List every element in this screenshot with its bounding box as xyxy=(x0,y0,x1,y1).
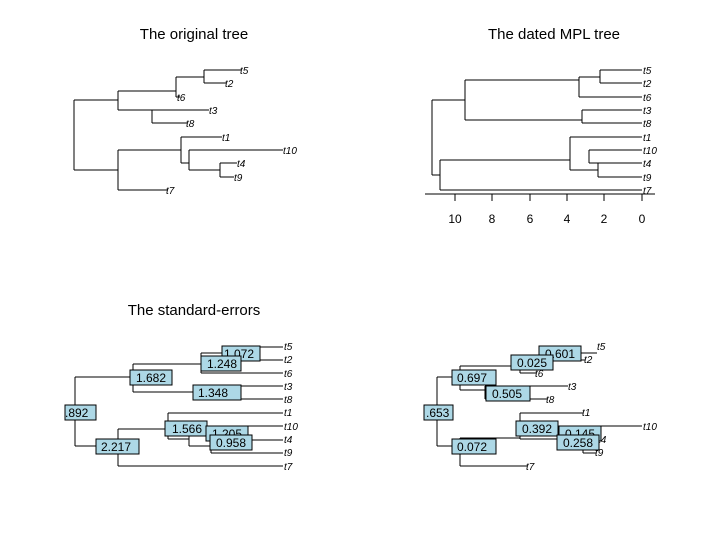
tip-label: t1 xyxy=(643,133,651,144)
tip-label: t1 xyxy=(222,133,230,144)
node-label: .653 xyxy=(426,406,450,420)
node-label: 0.072 xyxy=(457,440,487,454)
tip-label: t2 xyxy=(584,355,593,366)
node-label: 1.682 xyxy=(136,371,166,385)
node-label: 1.566 xyxy=(172,422,202,436)
node-label-box xyxy=(209,434,253,451)
tip-label: t7 xyxy=(643,186,652,197)
tip-label: t9 xyxy=(643,173,652,184)
node-label-box xyxy=(515,420,559,437)
axis-tick-label: 8 xyxy=(489,212,496,226)
tip-label: t5 xyxy=(240,66,249,77)
tip-label: t4 xyxy=(284,435,293,446)
tip-label: t2 xyxy=(284,355,293,366)
original-tip-labels: t5 t2 t6 t3 t8 t1 t10 t4 t9 t7 xyxy=(166,66,297,197)
panel-fourth-tree: t5 t2 t6 t3 t8 t1 t10 t4 t9 t7 0.601 0.0… xyxy=(423,342,657,473)
tip-label: t10 xyxy=(284,422,298,433)
tip-label: t4 xyxy=(643,159,652,170)
node-label: 0.392 xyxy=(522,422,552,436)
tip-label: t8 xyxy=(284,395,293,406)
mpl-time-axis: 10 8 6 4 2 0 xyxy=(425,193,655,226)
tip-label: t8 xyxy=(643,119,652,130)
fourth-tip-labels: t5 t2 t6 t3 t8 t1 t10 t4 t9 t7 xyxy=(526,342,657,473)
tip-label: t3 xyxy=(643,106,652,117)
tip-label: t9 xyxy=(595,448,604,459)
tip-label: t2 xyxy=(225,79,234,90)
node-label-box xyxy=(95,438,140,455)
axis-tick-label: 10 xyxy=(448,212,462,226)
node-label: 0.505 xyxy=(492,387,522,401)
panel-stderr-title: The standard-errors xyxy=(128,302,261,319)
tip-label: t10 xyxy=(643,422,657,433)
node-label: 0.958 xyxy=(216,436,246,450)
tip-label: t3 xyxy=(209,106,218,117)
axis-tick-label: 0 xyxy=(639,212,646,226)
node-label: 0.258 xyxy=(563,436,593,450)
node-label-box xyxy=(64,404,97,421)
mpl-tip-labels: t5 t2 t6 t3 t8 t1 t10 t4 t9 t7 xyxy=(643,66,657,197)
tip-label: t10 xyxy=(643,146,657,157)
node-label-box xyxy=(451,438,497,455)
node-label-box xyxy=(423,404,454,421)
tip-label: t9 xyxy=(284,448,293,459)
tip-label: t3 xyxy=(568,382,577,393)
node-label-box xyxy=(510,354,554,371)
tip-label: t6 xyxy=(284,369,293,380)
axis-tick-label: 6 xyxy=(527,212,534,226)
node-label-box xyxy=(451,369,497,386)
tip-label: t5 xyxy=(284,342,293,353)
tip-label: t5 xyxy=(597,342,606,353)
node-label: 1.348 xyxy=(198,386,228,400)
tip-label: t8 xyxy=(546,395,555,406)
tip-label: t10 xyxy=(283,146,297,157)
mpl-tree-branches xyxy=(431,69,642,191)
tip-label: t7 xyxy=(166,186,175,197)
tip-label: t1 xyxy=(582,408,590,419)
tip-label: t2 xyxy=(643,79,652,90)
panel-mpl-title: The dated MPL tree xyxy=(488,26,620,43)
panel-mpl-tree: The dated MPL tree xyxy=(425,26,657,226)
stderr-tip-labels: t5 t2 t6 t3 t8 t1 t10 t4 t9 t7 xyxy=(284,342,298,473)
tip-label: t5 xyxy=(643,66,652,77)
tip-label: t7 xyxy=(526,462,535,473)
node-label-box xyxy=(485,385,531,402)
original-tree-branches xyxy=(73,69,283,191)
panel-original-title: The original tree xyxy=(140,26,248,43)
node-label: 0.697 xyxy=(457,371,487,385)
fourth-node-labels: 0.601 0.025 0.697 0.505 .653 0.392 0.145… xyxy=(423,345,602,455)
axis-tick-label: 2 xyxy=(601,212,608,226)
node-label-box xyxy=(556,434,600,451)
tip-label: t3 xyxy=(284,382,293,393)
node-label: 0.025 xyxy=(517,356,547,370)
node-label-box xyxy=(129,369,173,386)
node-label: .892 xyxy=(65,406,89,420)
stderr-node-labels: 1.072 1.248 1.682 1.348 .892 1.566 1.205… xyxy=(64,345,261,455)
tip-label: t9 xyxy=(234,173,243,184)
node-label-box xyxy=(200,355,242,372)
tip-label: t6 xyxy=(535,369,544,380)
tip-label: t4 xyxy=(237,159,246,170)
tip-label: t1 xyxy=(284,408,292,419)
tip-label: t8 xyxy=(186,119,195,130)
node-label: 2.217 xyxy=(101,440,131,454)
axis-tick-label: 4 xyxy=(564,212,571,226)
tip-label: t4 xyxy=(598,435,607,446)
panel-standard-errors: The standard-errors xyxy=(64,302,298,473)
node-label: 1.248 xyxy=(207,357,237,371)
tip-label: t6 xyxy=(177,93,186,104)
panel-original-tree: The original tree xyxy=(73,26,297,197)
tip-label: t6 xyxy=(643,93,652,104)
node-label-box xyxy=(192,384,242,401)
tip-label: t7 xyxy=(284,462,293,473)
